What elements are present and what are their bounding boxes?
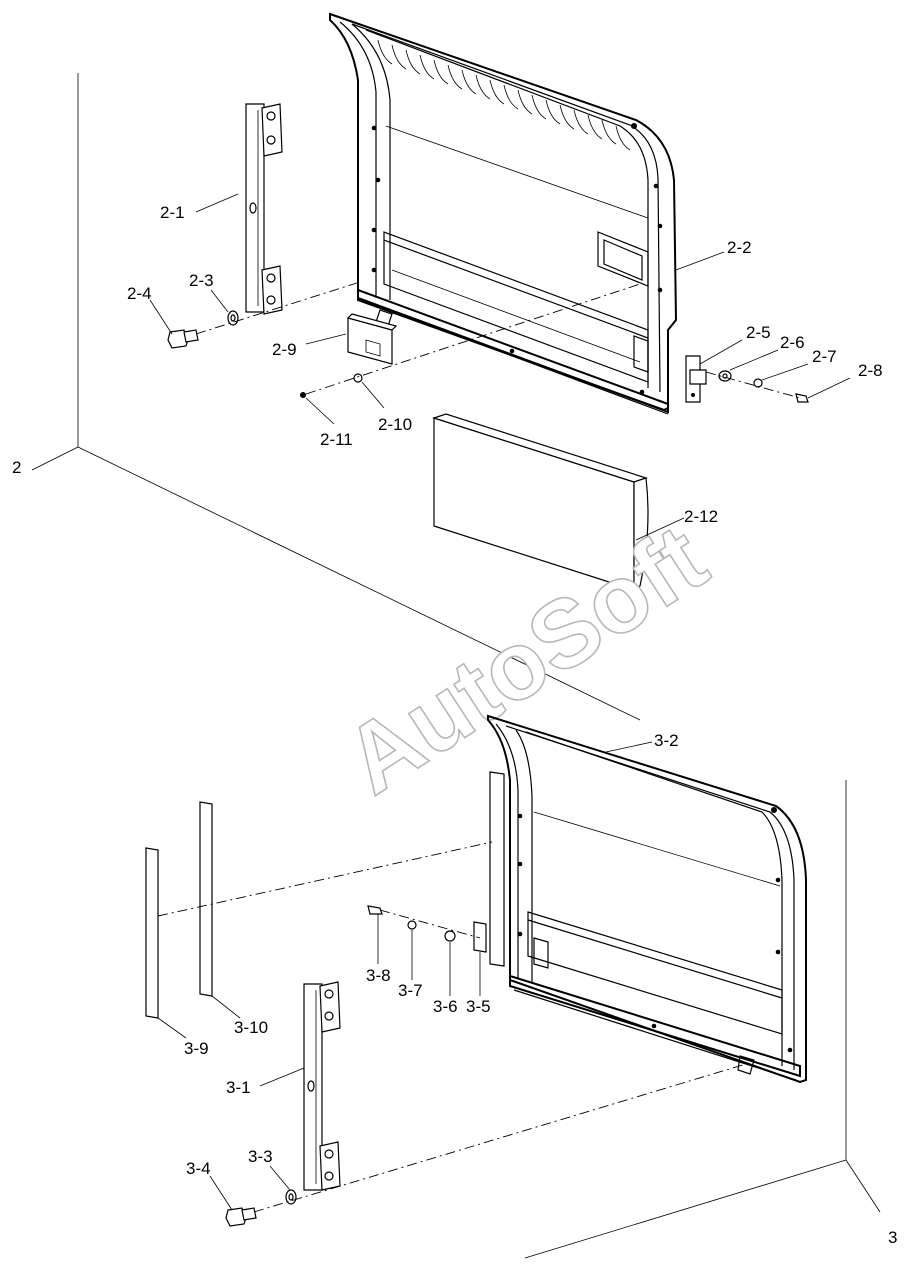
callout-2-2: 2-2 xyxy=(727,238,752,257)
callout-3-7: 3-7 xyxy=(398,981,423,1000)
assembly-line-3-4 xyxy=(253,1063,747,1213)
view-3-reference-frame xyxy=(524,780,881,1259)
assembly-line-3-8 xyxy=(379,909,481,939)
callout-3-2: 3-2 xyxy=(654,731,679,750)
callout-2-1: 2-1 xyxy=(160,203,185,222)
view-3-label: 3 xyxy=(888,1228,897,1247)
callout-2-5: 2-5 xyxy=(746,323,771,342)
hinge-plate-3-1 xyxy=(303,981,341,1191)
view-2-callouts xyxy=(149,193,851,541)
callout-3-1: 3-1 xyxy=(226,1078,251,1097)
ventilation-slots xyxy=(377,39,631,151)
seat-back-frame-3-2 xyxy=(487,714,807,1084)
assembly-line-3-9 xyxy=(157,841,493,917)
callout-2-10: 2-10 xyxy=(378,415,412,434)
callout-3-8: 3-8 xyxy=(366,966,391,985)
callout-3-5: 3-5 xyxy=(466,997,491,1016)
hinge-bracket-3-5 xyxy=(473,921,487,953)
assembly-line-2-8 xyxy=(705,371,801,399)
view-2-label: 2 xyxy=(12,458,21,477)
nut-2-11 xyxy=(300,392,306,398)
hinge-plate-2-1 xyxy=(245,103,283,315)
lock-washer-3-7 xyxy=(407,920,417,930)
callout-2-9: 2-9 xyxy=(272,340,297,359)
latch-bracket-2-9 xyxy=(346,313,398,365)
callout-2-4: 2-4 xyxy=(127,284,152,303)
callout-3-9: 3-9 xyxy=(184,1039,209,1058)
callout-2-3: 2-3 xyxy=(189,271,214,290)
seat-back-frame-2-2 xyxy=(329,12,678,415)
callout-2-6: 2-6 xyxy=(780,333,805,352)
callout-2-12: 2-12 xyxy=(684,507,718,526)
callout-2-8: 2-8 xyxy=(858,361,883,380)
callout-2-11: 2-11 xyxy=(320,430,353,449)
lock-washer-2-7 xyxy=(753,378,763,388)
hinge-bracket-2-5 xyxy=(685,355,707,403)
screw-2-8 xyxy=(795,393,809,403)
seat-cushion-2-12 xyxy=(432,413,649,592)
hex-bolt-2-4 xyxy=(167,329,199,349)
assembly-line-2-11 xyxy=(305,283,641,395)
washer-3-6 xyxy=(444,930,456,942)
callout-3-3: 3-3 xyxy=(248,1147,273,1166)
trim-strip-3-9 xyxy=(145,847,159,1019)
assembly-line-2-4 xyxy=(195,281,361,335)
trim-strip-3-10 xyxy=(199,801,213,997)
hex-bolt-3-4 xyxy=(225,1207,257,1227)
callout-3-6: 3-6 xyxy=(433,997,458,1016)
screw-3-8 xyxy=(367,905,383,915)
washer-2-10 xyxy=(353,373,363,383)
callout-3-4: 3-4 xyxy=(186,1159,211,1178)
callout-2-7: 2-7 xyxy=(812,347,837,366)
callout-3-10: 3-10 xyxy=(234,1018,268,1037)
view-3-callouts xyxy=(157,741,653,1211)
view-2-reference-frame xyxy=(31,73,641,721)
